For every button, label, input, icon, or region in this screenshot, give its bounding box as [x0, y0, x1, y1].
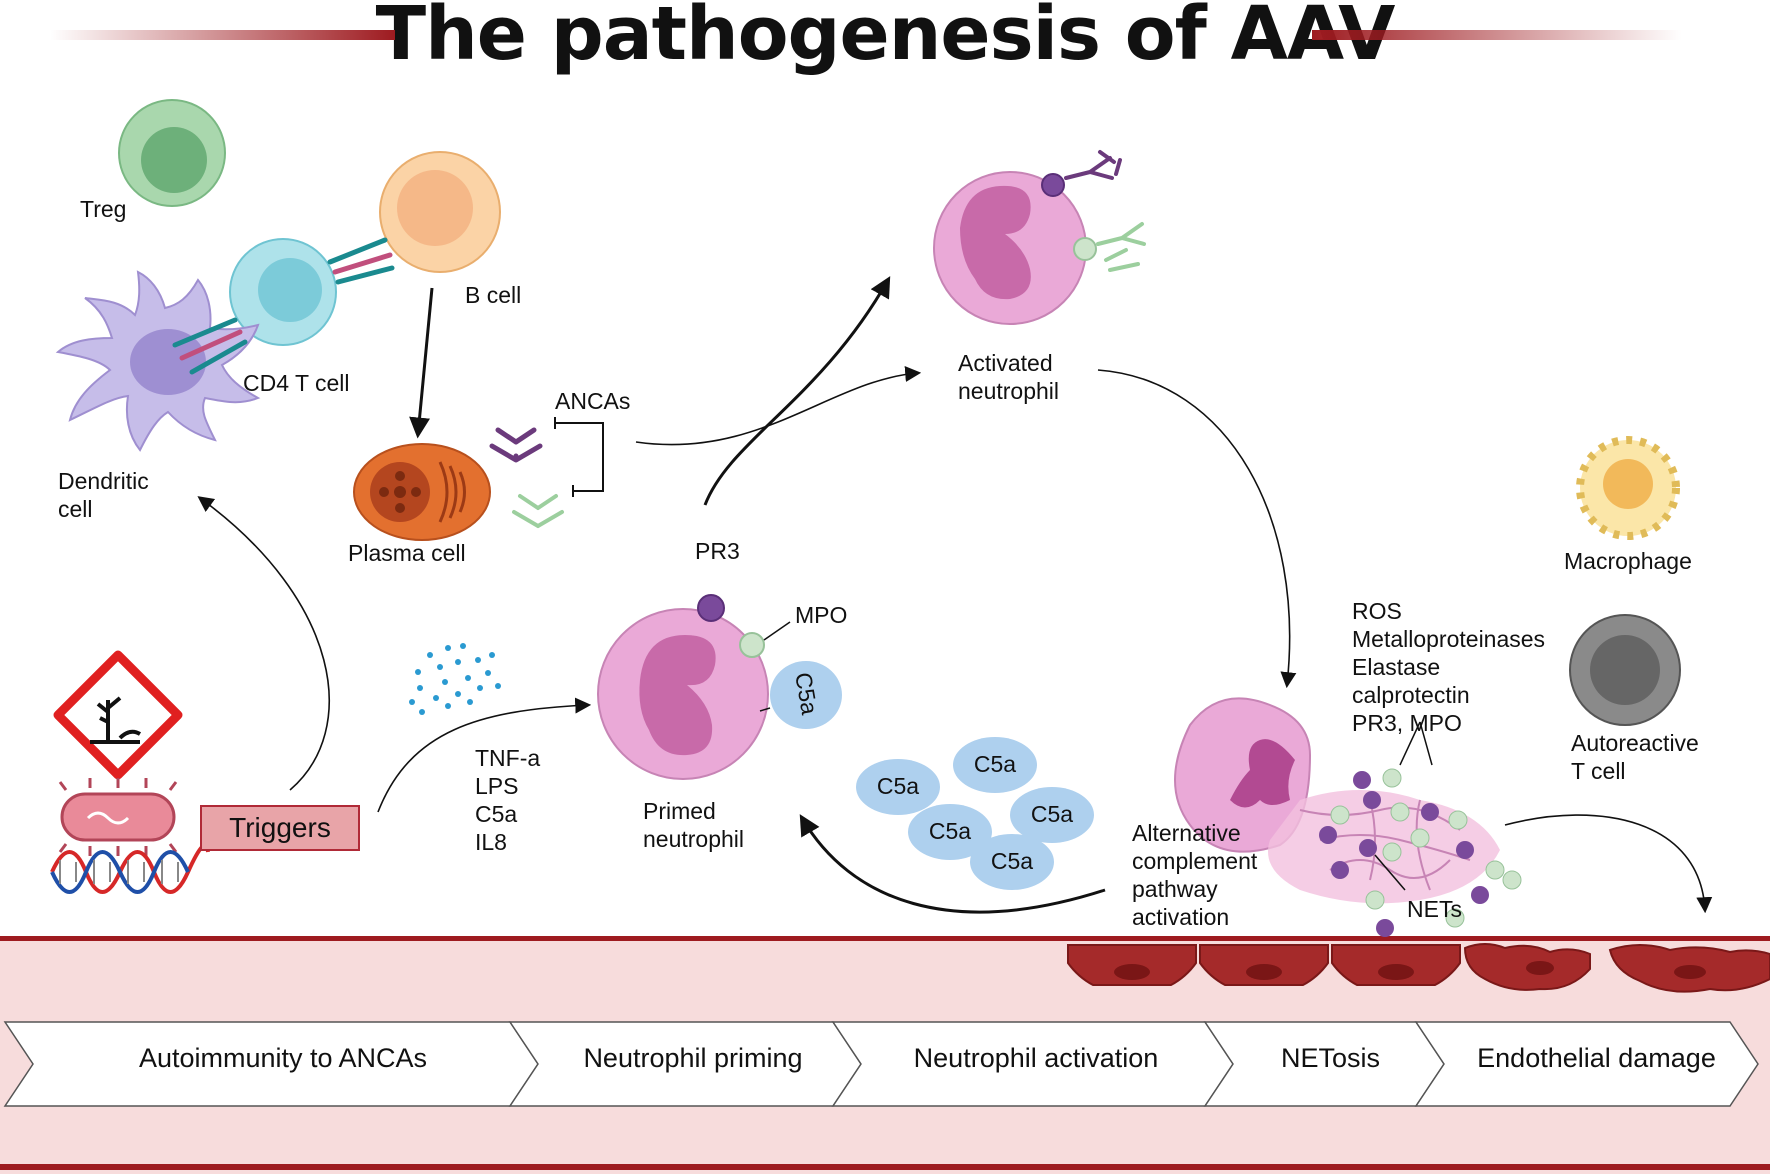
activated-neutrophil — [933, 150, 1146, 325]
treg-cell — [118, 99, 226, 207]
net-granules — [1319, 768, 1522, 937]
label-nets: NETs — [1407, 896, 1462, 922]
label-plasma-cell: Plasma cell — [348, 540, 466, 566]
anca-purple — [489, 427, 543, 463]
arrow-trigger-primed — [377, 697, 592, 813]
label-c5a-5: C5a — [990, 848, 1034, 874]
title-bar-left — [50, 30, 395, 40]
arrow-primed-activated — [703, 276, 891, 506]
label-treg: Treg — [80, 196, 127, 222]
label-b-cell: B cell — [465, 282, 522, 308]
arrow-netosis-endothelium — [1504, 814, 1713, 914]
arrow-anca-activated — [635, 366, 922, 446]
label-autoreactive-t-cell-2: T cell — [1571, 758, 1626, 784]
b-cell — [379, 151, 501, 273]
c5a-mark-1 — [856, 759, 940, 815]
arrow-bcell-plasma — [409, 287, 434, 439]
label-priming-factor-2: LPS — [475, 773, 519, 799]
c5a-mark-5 — [970, 834, 1054, 890]
dendritic-cell — [55, 270, 261, 452]
arrow-activated-netosis — [1097, 369, 1297, 689]
label-complement-2: complement — [1132, 848, 1258, 874]
stage-chevron-5 — [1414, 1021, 1759, 1107]
plasma-cell — [353, 443, 491, 541]
stage-label-priming: Neutrophil priming — [583, 1043, 803, 1073]
net-fibers — [1299, 799, 1471, 891]
label-activated-neutrophil-1: Activated — [958, 350, 1053, 376]
label-c5a-1: C5a — [876, 773, 920, 799]
label-autoreactive-t-cell-1: Autoreactive — [1571, 730, 1699, 756]
tcr-connections — [172, 237, 395, 375]
cytokine-dots — [409, 643, 501, 715]
bacterium-icon — [58, 778, 178, 856]
label-cd4-t-cell: CD4 T cell — [243, 370, 350, 396]
label-complement-3: pathway — [1132, 876, 1218, 902]
anca-bracket — [554, 417, 604, 497]
primed-neutrophil — [597, 594, 842, 780]
stage-label-netosis: NETosis — [1280, 1043, 1381, 1073]
c5a-cluster — [856, 737, 1094, 890]
environment-hazard-icon — [53, 650, 183, 780]
triggers-box: Triggers — [200, 805, 360, 851]
stage-label-autoimmunity: Autoimmunity to ANCAs — [138, 1043, 428, 1073]
label-primed-neutrophil-1: Primed — [643, 798, 716, 824]
label-activated-neutrophil-2: neutrophil — [958, 378, 1060, 404]
label-c5a-3: C5a — [928, 818, 972, 844]
arrow-complement-primed — [799, 814, 1106, 914]
label-mediator-3: Elastase — [1352, 654, 1441, 680]
stage-label-endothelial: Endothelial damage — [1477, 1043, 1716, 1073]
stage-label-activation: Neutrophil activation — [913, 1043, 1159, 1073]
stage-chevrons — [3, 1021, 1759, 1107]
label-mediator-5: PR3, MPO — [1352, 710, 1462, 736]
label-complement-4: activation — [1132, 904, 1230, 930]
endothelial-cells — [1067, 943, 1770, 993]
arrow-trigger-dendritic — [197, 496, 330, 791]
c5a-mark-2 — [953, 737, 1037, 793]
label-priming-factor-4: IL8 — [475, 829, 507, 855]
page-title: The pathogenesis of AAV — [375, 0, 1396, 77]
label-c5a-4: C5a — [1030, 801, 1074, 827]
label-ancas: ANCAs — [555, 388, 631, 414]
cd4-t-cell — [229, 238, 337, 346]
title-bar-right — [1312, 30, 1682, 40]
mediator-pointers — [1374, 721, 1433, 891]
macrophage-cell — [1576, 436, 1680, 540]
c5a-mark-3 — [908, 804, 992, 860]
label-mediator-4: calprotectin — [1352, 682, 1470, 708]
label-dendritic-cell-2: cell — [58, 496, 93, 522]
label-mediator-1: ROS — [1352, 598, 1402, 624]
c5a-mark-4 — [1010, 787, 1094, 843]
label-priming-factor-3: C5a — [475, 801, 518, 827]
label-primed-neutrophil-2: neutrophil — [643, 826, 745, 852]
label-mediator-2: Metalloproteinases — [1352, 626, 1546, 652]
arrows — [197, 276, 1713, 914]
dna-icon — [50, 843, 210, 894]
label-pr3: PR3 — [695, 538, 740, 564]
autoreactive-t-cell — [1569, 614, 1681, 726]
label-dendritic-cell-1: Dendritic — [58, 468, 149, 494]
anca-green — [512, 494, 564, 528]
label-complement-1: Alternative — [1132, 820, 1241, 846]
label-macrophage: Macrophage — [1564, 548, 1692, 574]
label-c5a-2: C5a — [973, 751, 1017, 777]
label-mpo: MPO — [795, 602, 848, 628]
label-priming-factor-1: TNF-a — [475, 745, 541, 771]
